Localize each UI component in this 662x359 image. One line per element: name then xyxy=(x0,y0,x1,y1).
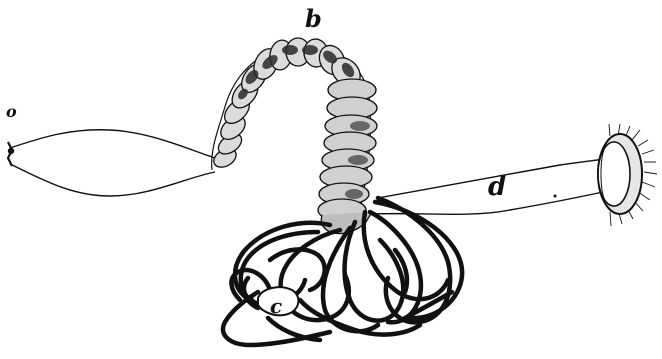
segmented-arch xyxy=(211,37,377,233)
end-ring xyxy=(598,124,657,226)
label-c: c xyxy=(270,294,282,318)
spindle-body xyxy=(8,130,215,196)
label-o: o xyxy=(6,102,17,121)
label-b: b xyxy=(305,4,322,33)
label-d: d xyxy=(488,172,506,202)
